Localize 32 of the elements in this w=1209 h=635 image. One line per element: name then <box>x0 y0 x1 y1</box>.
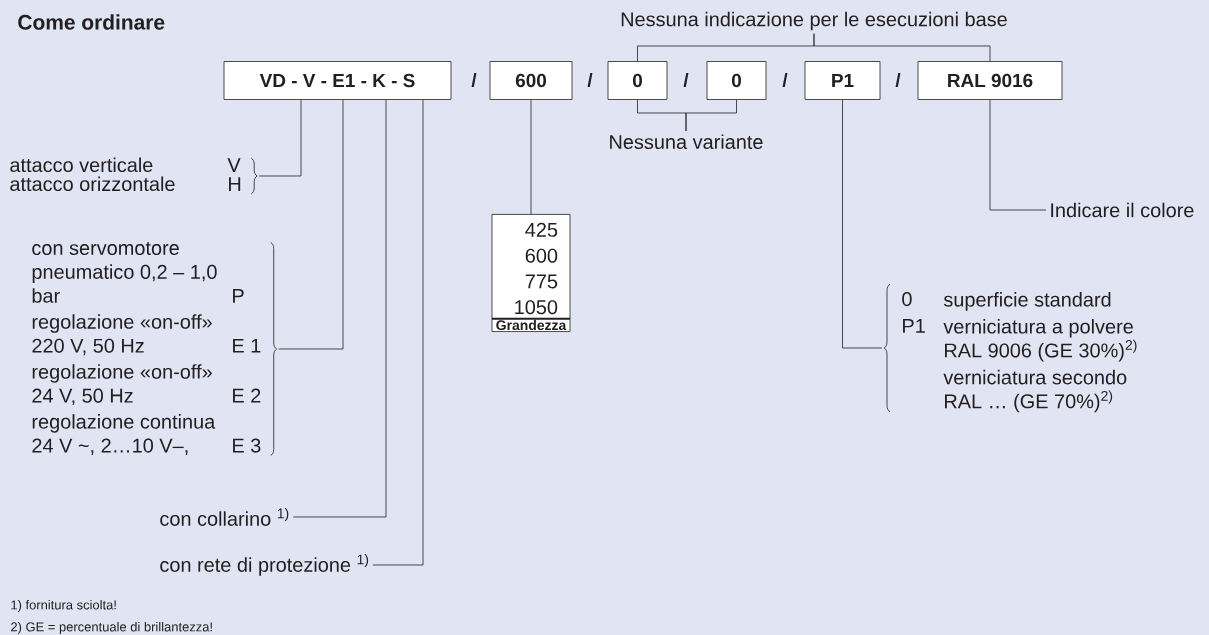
code-box: RAL 9016 <box>917 61 1063 100</box>
annotation-text: Indicare il colore <box>1051 202 1194 218</box>
code-box: P1 <box>804 61 881 100</box>
leader-line <box>685 99 737 132</box>
footnote: 2) GE = percentuale di brillantezza! <box>11 621 212 635</box>
title: Come ordinare <box>18 14 165 30</box>
leader-line <box>258 99 302 177</box>
separator-slash: / <box>782 72 788 88</box>
code-box: 600 <box>489 61 573 100</box>
option-list: con servomotore pneumatico 0,2 – 1,0 bar P regolazione «on-off» 220 V, 50 Hz E 1 regolazione «on-off» 24 V, 50 Hz E 2 regolazione continua 24 V ~, 2…10 V–, E 3 <box>32 241 261 455</box>
separator-slash: / <box>895 72 901 88</box>
annotation-text: con rete di protezione $^{1)}$ <box>160 554 369 576</box>
leader-line <box>842 99 883 349</box>
footnote: 1) fornitura sciolta! <box>11 599 116 613</box>
code-box: 0 <box>706 61 767 100</box>
leader-line <box>278 99 344 350</box>
option-list: attacco verticale V attacco orizzontale H <box>10 157 241 192</box>
annotation-text: Nessuna variante <box>610 134 763 149</box>
separator-slash: / <box>587 72 593 88</box>
code-box: 0 <box>607 61 668 100</box>
annotation-text: con collarino $^{1)}$ <box>160 508 289 526</box>
leader-line <box>813 33 991 62</box>
leader-line <box>292 99 387 518</box>
separator-slash: / <box>471 72 477 88</box>
size-table: 425 600 775 1050 Grandezza <box>491 214 571 332</box>
code-box: VD - V - E1 - K - S <box>223 61 452 100</box>
leader-line <box>989 99 1047 211</box>
annotation-text: Nessuna indicazione per le esecuzioni base <box>621 11 1007 31</box>
separator-slash: / <box>683 72 689 88</box>
option-list: 0 superficie standard P1 verniciatura a polvere RAL 9006 (GE 30%)$^{2)}$ verniciatura secondo RAL … (GE 70%)$^{2)}$ <box>902 292 1137 413</box>
leader-line <box>372 99 424 566</box>
leader-line <box>530 99 532 215</box>
